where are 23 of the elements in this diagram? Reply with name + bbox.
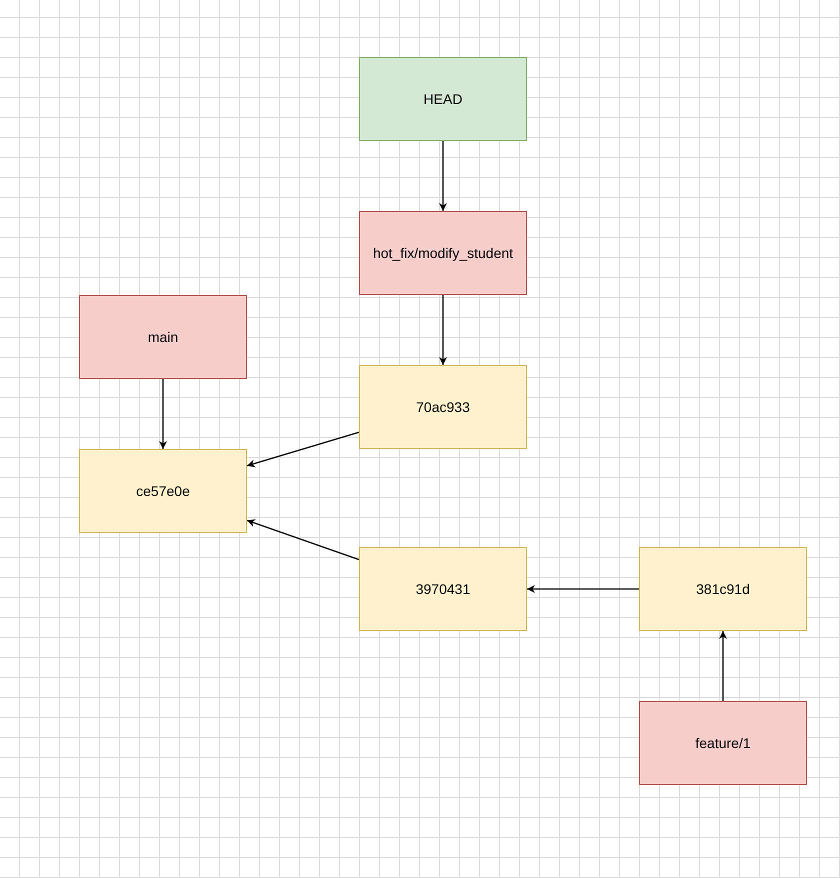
branch-box [79,295,247,379]
head-box [359,57,527,141]
commit-box [359,547,527,631]
node-label: 70ac933 [416,399,470,415]
arrow [159,379,167,449]
branch-box [639,701,807,785]
commit-box [639,547,807,631]
branch-box [359,211,527,295]
node-label: ce57e0e [136,483,190,499]
arrow [527,585,639,593]
arrow [439,295,447,365]
arrow [439,141,447,211]
commit-box [359,365,527,449]
commit-box [79,449,247,533]
node-label: main [148,329,178,345]
arrow [246,432,360,468]
node-label: feature/1 [695,735,751,751]
node-label: 3970431 [416,581,470,597]
arrow [719,631,727,701]
node-label: HEAD [424,91,462,107]
node-label: hot_fix/modify_student [372,245,514,261]
node-label: 381c91d [696,581,750,597]
arrow [246,519,360,560]
